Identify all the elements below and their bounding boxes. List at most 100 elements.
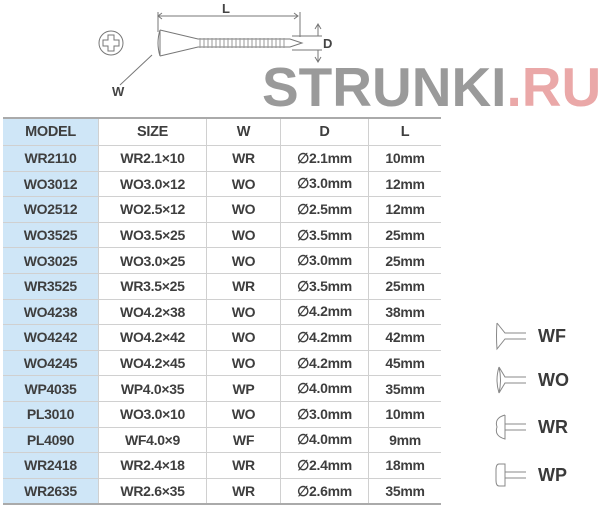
round-head-icon bbox=[495, 414, 526, 440]
legend-wf: WF bbox=[494, 318, 594, 354]
header-model: MODEL bbox=[3, 117, 99, 146]
cell-size: WF4.0×9 bbox=[98, 427, 207, 454]
cell-d: ∅3.0mm bbox=[280, 401, 369, 428]
cell-w: WO bbox=[206, 324, 281, 351]
cell-l: 35mm bbox=[368, 478, 441, 505]
cell-model: WO3025 bbox=[3, 247, 99, 274]
cell-l: 38mm bbox=[368, 299, 441, 326]
cell-d: ∅2.6mm bbox=[280, 478, 369, 505]
flat-head-icon bbox=[496, 322, 526, 351]
cell-model: PL4090 bbox=[3, 427, 99, 454]
cell-d: ∅2.5mm bbox=[280, 196, 369, 223]
cell-l: 12mm bbox=[368, 196, 441, 223]
cell-d: ∅4.0mm bbox=[280, 427, 369, 454]
table-header-row: MODEL SIZE W D L bbox=[3, 117, 441, 146]
cell-d: ∅4.2mm bbox=[280, 350, 369, 377]
cell-l: 35mm bbox=[368, 375, 441, 402]
cell-w: WR bbox=[206, 273, 281, 300]
cell-w: WO bbox=[206, 299, 281, 326]
cell-l: 25mm bbox=[368, 273, 441, 300]
cell-size: WO4.2×38 bbox=[98, 299, 207, 326]
cell-size: WP4.0×35 bbox=[98, 375, 207, 402]
cell-l: 10mm bbox=[368, 401, 441, 428]
header-w: W bbox=[206, 117, 281, 146]
legend-wp: WP bbox=[494, 457, 594, 493]
screw-dimension-diagram: L D W bbox=[98, 1, 332, 99]
cell-d: ∅4.0mm bbox=[280, 375, 369, 402]
cell-w: WO bbox=[206, 196, 281, 223]
cell-l: 25mm bbox=[368, 222, 441, 249]
cell-l: 12mm bbox=[368, 171, 441, 198]
legend-label: WR bbox=[538, 416, 568, 437]
cell-size: WO3.0×10 bbox=[98, 401, 207, 428]
header-d: D bbox=[280, 117, 369, 146]
cell-size: WO3.0×25 bbox=[98, 247, 207, 274]
cell-size: WO4.2×42 bbox=[98, 324, 207, 351]
cell-l: 45mm bbox=[368, 350, 441, 377]
cell-model: WO3525 bbox=[3, 222, 99, 249]
cell-l: 18mm bbox=[368, 452, 441, 479]
cell-size: WR2.6×35 bbox=[98, 478, 207, 505]
header-l: L bbox=[368, 117, 441, 146]
pan-head-icon bbox=[495, 463, 526, 487]
legend-label: WP bbox=[538, 464, 567, 485]
cell-model: WR2110 bbox=[3, 145, 99, 172]
cell-model: WO3012 bbox=[3, 171, 99, 198]
label-d: D bbox=[323, 36, 332, 51]
cell-w: WR bbox=[206, 145, 281, 172]
cell-model: WP4035 bbox=[3, 375, 99, 402]
cell-size: WO3.5×25 bbox=[98, 222, 207, 249]
legend-wo: WO bbox=[494, 362, 594, 398]
cell-model: WR2418 bbox=[3, 452, 99, 479]
cell-size: WO3.0×12 bbox=[98, 171, 207, 198]
cell-model: WO4245 bbox=[3, 350, 99, 377]
cell-d: ∅3.5mm bbox=[280, 222, 369, 249]
cell-d: ∅2.4mm bbox=[280, 452, 369, 479]
cell-w: WF bbox=[206, 427, 281, 454]
cell-model: WO4242 bbox=[3, 324, 99, 351]
cell-l: 9mm bbox=[368, 427, 441, 454]
screw-side-icon bbox=[119, 12, 322, 86]
cell-w: WR bbox=[206, 452, 281, 479]
cell-model: WO2512 bbox=[3, 196, 99, 223]
cell-d: ∅4.2mm bbox=[280, 324, 369, 351]
cell-l: 42mm bbox=[368, 324, 441, 351]
cell-d: ∅3.5mm bbox=[280, 273, 369, 300]
cell-size: WO4.2×45 bbox=[98, 350, 207, 377]
cell-d: ∅3.0mm bbox=[280, 171, 369, 198]
cell-w: WO bbox=[206, 401, 281, 428]
legend-label: WO bbox=[538, 369, 569, 390]
cell-size: WO2.5×12 bbox=[98, 196, 207, 223]
cell-size: WR2.4×18 bbox=[98, 452, 207, 479]
cell-d: ∅3.0mm bbox=[280, 247, 369, 274]
cell-l: 25mm bbox=[368, 247, 441, 274]
cell-l: 10mm bbox=[368, 145, 441, 172]
cell-w: WP bbox=[206, 375, 281, 402]
cell-w: WO bbox=[206, 350, 281, 377]
cell-w: WR bbox=[206, 478, 281, 505]
phillips-head-icon bbox=[98, 30, 124, 56]
cell-model: WO4238 bbox=[3, 299, 99, 326]
label-l: L bbox=[222, 1, 230, 16]
cell-d: ∅4.2mm bbox=[280, 299, 369, 326]
cell-w: WO bbox=[206, 222, 281, 249]
cell-w: WO bbox=[206, 171, 281, 198]
cell-size: WR2.1×10 bbox=[98, 145, 207, 172]
cell-model: WR3525 bbox=[3, 273, 99, 300]
cell-model: PL3010 bbox=[3, 401, 99, 428]
legend-wr: WR bbox=[494, 409, 594, 445]
legend-label: WF bbox=[538, 325, 566, 346]
